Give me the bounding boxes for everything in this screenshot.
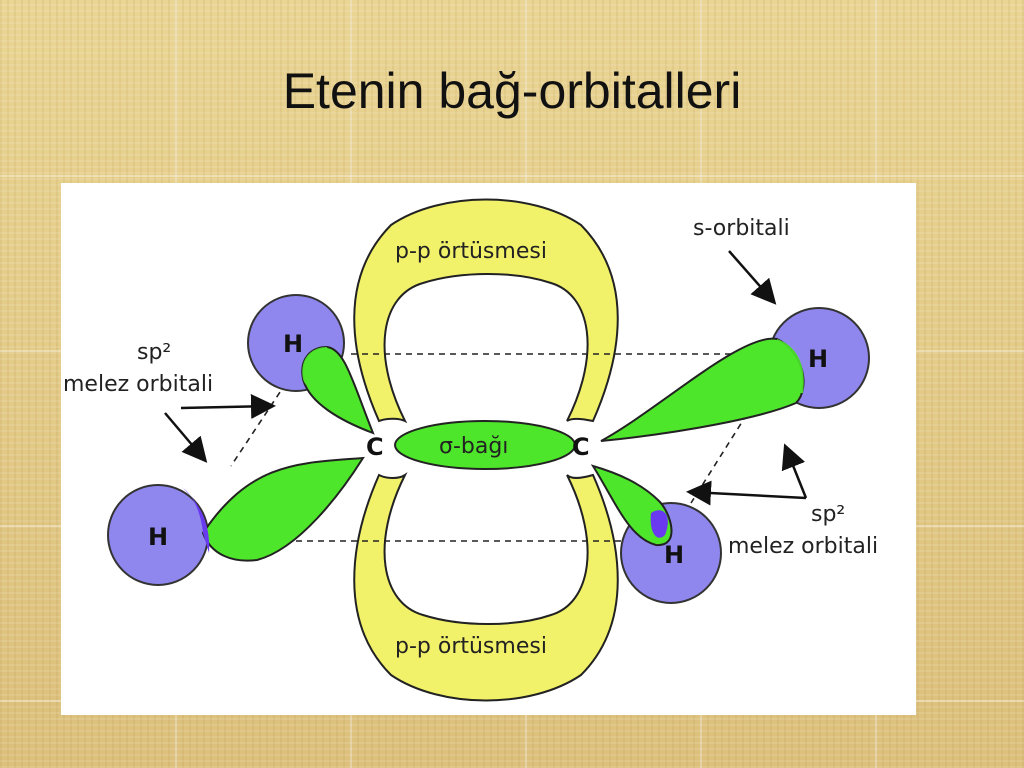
slide-title: Etenin bağ-orbitalleri: [282, 63, 742, 119]
overlap-zone-bottom-left: [183, 488, 210, 553]
label-sigma: σ-bağı: [439, 434, 508, 459]
arrow-sp2-left-2: [164, 412, 208, 463]
arrow-sp2-left-1: [180, 393, 276, 419]
dashed-plane-line: [230, 382, 287, 467]
label-h-bottom-right: H: [664, 541, 684, 569]
label-h-top-right: H: [808, 345, 828, 373]
label-carbon-left: C: [366, 433, 384, 461]
overlap-zone-bottom-right: [650, 510, 668, 538]
orbital-diagram: p-p örtüsmesi p-p örtüsmesi σ-bağı s-orb…: [61, 183, 916, 715]
label-sp2-right-1: sp²: [811, 502, 845, 527]
arrow-s-orbital: [728, 250, 777, 305]
label-sp2-left-1: sp²: [137, 340, 171, 365]
arrow-sp2-right-2: [781, 443, 808, 499]
sp2-lobe-bottom-left: [201, 456, 365, 562]
pi-overlap-bottom: [353, 472, 619, 702]
label-s-orbital: s-orbitali: [693, 216, 790, 241]
label-pp-bottom: p-p örtüsmesi: [395, 634, 547, 659]
label-pp-top: p-p örtüsmesi: [395, 239, 547, 264]
label-h-bottom-left: H: [148, 523, 168, 551]
arrow-sp2-right-1: [686, 480, 807, 506]
pi-overlap-top: [353, 198, 619, 424]
label-h-top-left: H: [283, 330, 303, 358]
label-carbon-right: C: [572, 433, 590, 461]
orbital-diagram-svg: p-p örtüsmesi p-p örtüsmesi σ-bağı s-orb…: [63, 198, 878, 702]
label-sp2-right-2: melez orbitali: [728, 534, 878, 559]
label-sp2-left-2: melez orbitali: [63, 372, 213, 397]
overlap-zone-top-right: [777, 339, 804, 394]
overlap-zone-top-left: [302, 347, 331, 389]
sigma-bond-ellipse: [394, 420, 576, 470]
background-grid-line: [0, 175, 1024, 177]
